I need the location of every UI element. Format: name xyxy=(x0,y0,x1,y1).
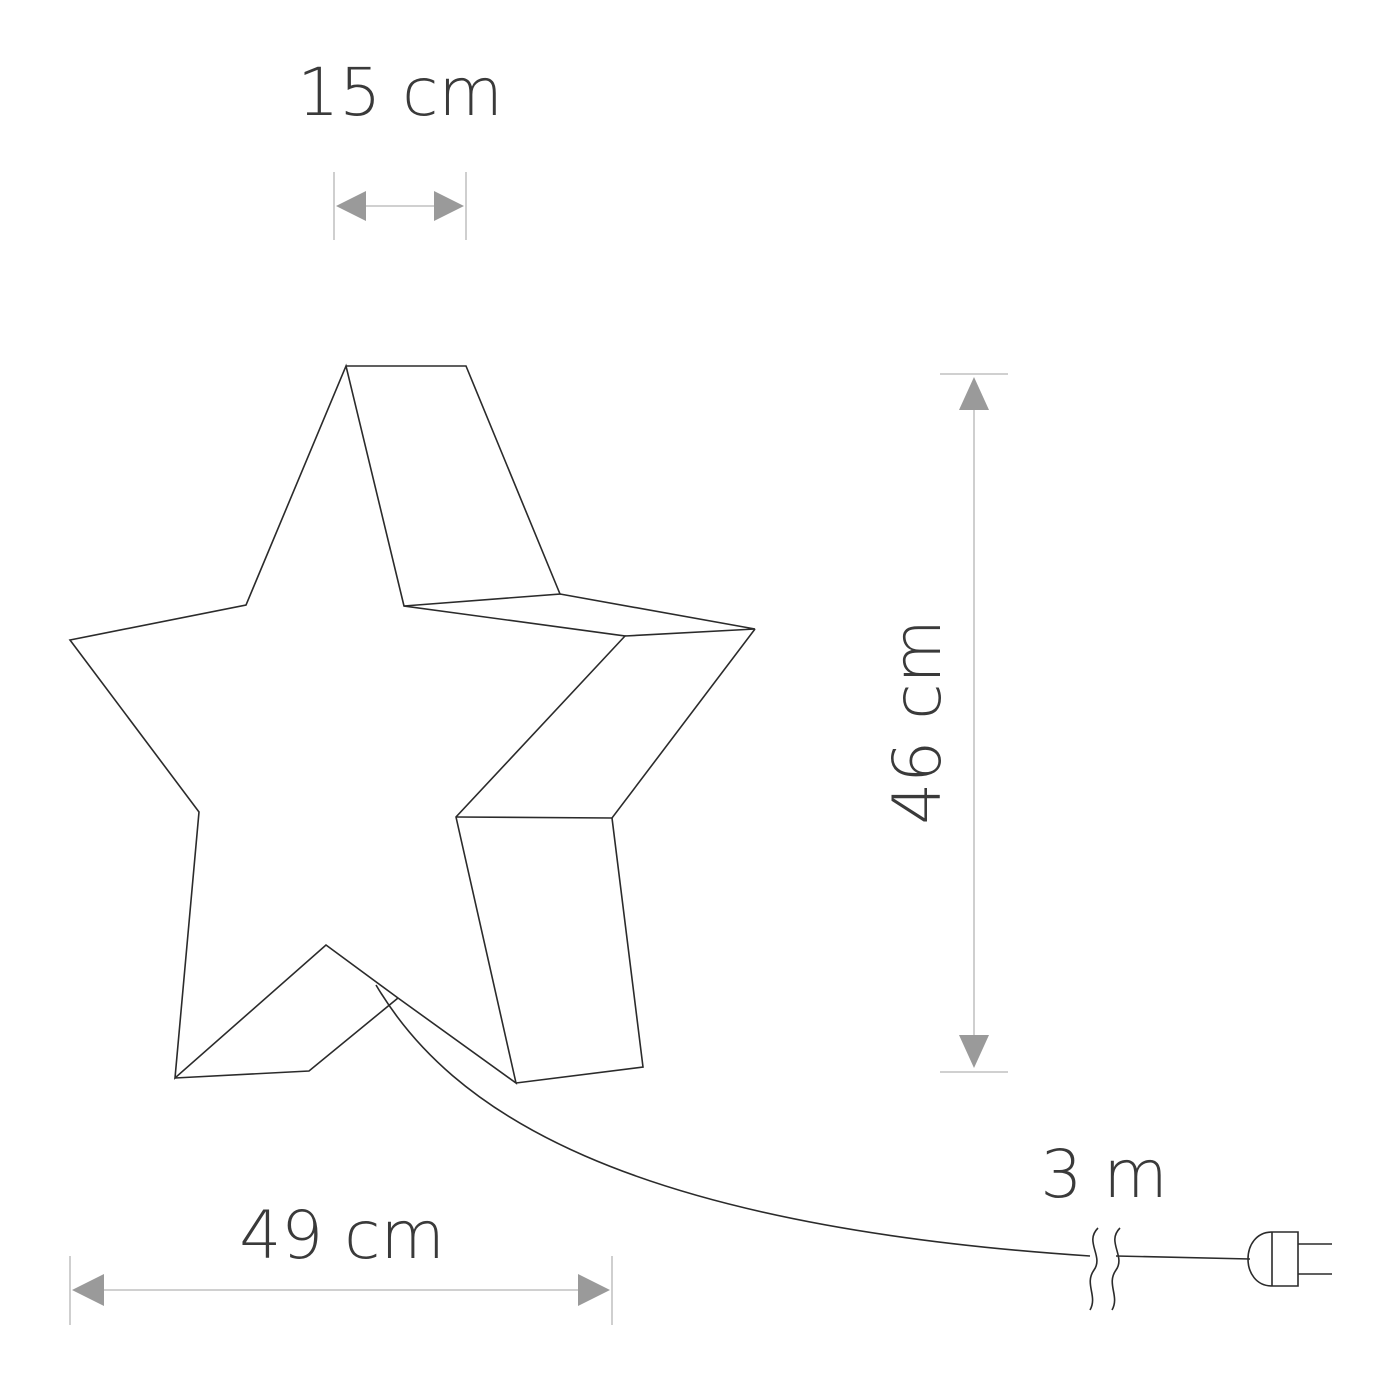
power-cable-end xyxy=(1115,1255,1251,1260)
width-dimension: 49 cm xyxy=(69,1197,613,1325)
depth-label: 15 cm xyxy=(297,54,503,131)
star-lower-left-leg-side xyxy=(174,997,399,1079)
width-label: 49 cm xyxy=(239,1197,445,1274)
power-plug-icon xyxy=(1247,1231,1332,1287)
star-lower-right-leg-side xyxy=(515,817,644,1084)
cable-break-mark-right xyxy=(1111,1227,1121,1311)
power-cable xyxy=(375,984,1091,1257)
width-arrow-left-icon xyxy=(72,1274,104,1306)
depth-dimension: 15 cm xyxy=(297,54,503,240)
star-lamp-drawing xyxy=(68,363,1091,1257)
star-right-arm-side xyxy=(559,593,756,637)
cable-length-label: 3 m xyxy=(1040,1136,1167,1213)
star-top-arm-side xyxy=(346,365,562,607)
cable-length-dimension: 3 m xyxy=(1040,1136,1332,1311)
star-front-face xyxy=(68,363,627,1085)
depth-arrow-left-icon xyxy=(336,191,366,221)
height-arrow-bottom-icon xyxy=(959,1035,989,1068)
height-dimension: 46 cm xyxy=(879,373,1008,1073)
cable-break-mark-left xyxy=(1089,1227,1099,1311)
height-arrow-top-icon xyxy=(959,377,989,410)
height-label: 46 cm xyxy=(879,619,956,825)
depth-arrow-right-icon xyxy=(434,191,464,221)
width-arrow-right-icon xyxy=(578,1274,610,1306)
